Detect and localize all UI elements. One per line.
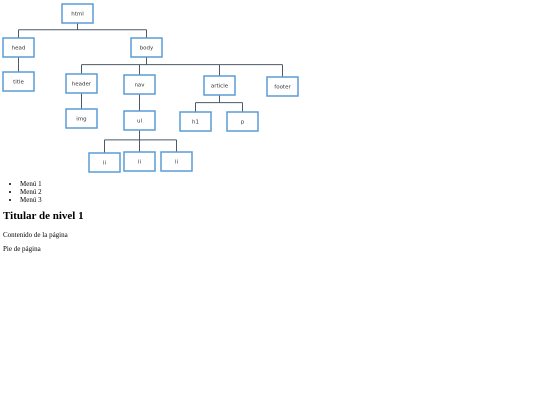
menu-item-3: Menú 3 — [20, 196, 42, 204]
page-heading: Titular de nivel 1 — [3, 210, 84, 222]
tree-node-box-head — [2, 37, 35, 58]
tree-node-box-li3 — [160, 151, 193, 172]
tree-node-h1: h1 — [179, 111, 212, 132]
tree-node-box-img — [65, 108, 98, 129]
tree-node-header: header — [65, 73, 98, 94]
tree-node-label-p: p — [241, 120, 245, 126]
menu-item-2: Menú 2 — [20, 188, 42, 196]
tree-node-label-html: html — [71, 12, 84, 18]
tree-node-label-head: head — [12, 46, 26, 52]
menu-item-1: Menú 1 — [20, 180, 42, 188]
tree-node-p: p — [226, 111, 259, 132]
tree-node-box-html — [61, 3, 94, 24]
tree-node-box-li2 — [123, 151, 156, 172]
tree-node-label-article: article — [211, 84, 229, 90]
tree-node-label-footer: footer — [274, 85, 291, 91]
page-footer-text: Pie de página — [3, 245, 41, 253]
tree-node-label-h1: h1 — [192, 120, 199, 126]
tree-node-box-nav — [123, 74, 156, 95]
tree-node-img: img — [65, 108, 98, 129]
tree-node-box-h1 — [179, 111, 212, 132]
tree-node-head: head — [2, 37, 35, 58]
menu-list: Menú 1 Menú 2 Menú 3 — [20, 180, 42, 204]
tree-node-label-li1: li — [103, 161, 107, 167]
tree-node-label-ul: ul — [137, 119, 142, 125]
tree-node-label-title: title — [13, 80, 24, 86]
tree-node-box-title — [2, 71, 35, 92]
tree-node-body: body — [130, 37, 163, 58]
tree-node-article: article — [203, 75, 236, 96]
tree-node-li3: li — [160, 151, 193, 172]
tree-node-label-body: body — [140, 46, 154, 52]
tree-node-ul: ul — [123, 110, 156, 131]
tree-node-label-li3: li — [175, 160, 179, 166]
page-content-text: Contenido de la página — [3, 231, 68, 239]
tree-node-box-p — [226, 111, 259, 132]
tree-nodes: html head body title header nav article footer i… — [2, 3, 299, 173]
tree-node-title: title — [2, 71, 35, 92]
tree-node-box-li1 — [88, 152, 121, 173]
tree-node-box-ul — [123, 110, 156, 131]
tree-node-box-footer — [266, 76, 299, 97]
tree-node-label-img: img — [76, 117, 86, 123]
tree-edges — [18, 23, 283, 153]
tree-node-box-article — [203, 75, 236, 96]
tree-node-li2: li — [123, 151, 156, 172]
tree-node-box-body — [130, 37, 163, 58]
tree-node-li1: li — [88, 152, 121, 173]
tree-node-label-li2: li — [138, 160, 142, 166]
tree-node-footer: footer — [266, 76, 299, 97]
tree-node-label-header: header — [72, 82, 92, 88]
tree-node-box-header — [65, 73, 98, 94]
tree-node-nav: nav — [123, 74, 156, 95]
tree-node-html: html — [61, 3, 94, 24]
tree-node-label-nav: nav — [134, 83, 145, 89]
dom-tree-diagram: html head body title header nav article footer i… — [2, 3, 299, 173]
